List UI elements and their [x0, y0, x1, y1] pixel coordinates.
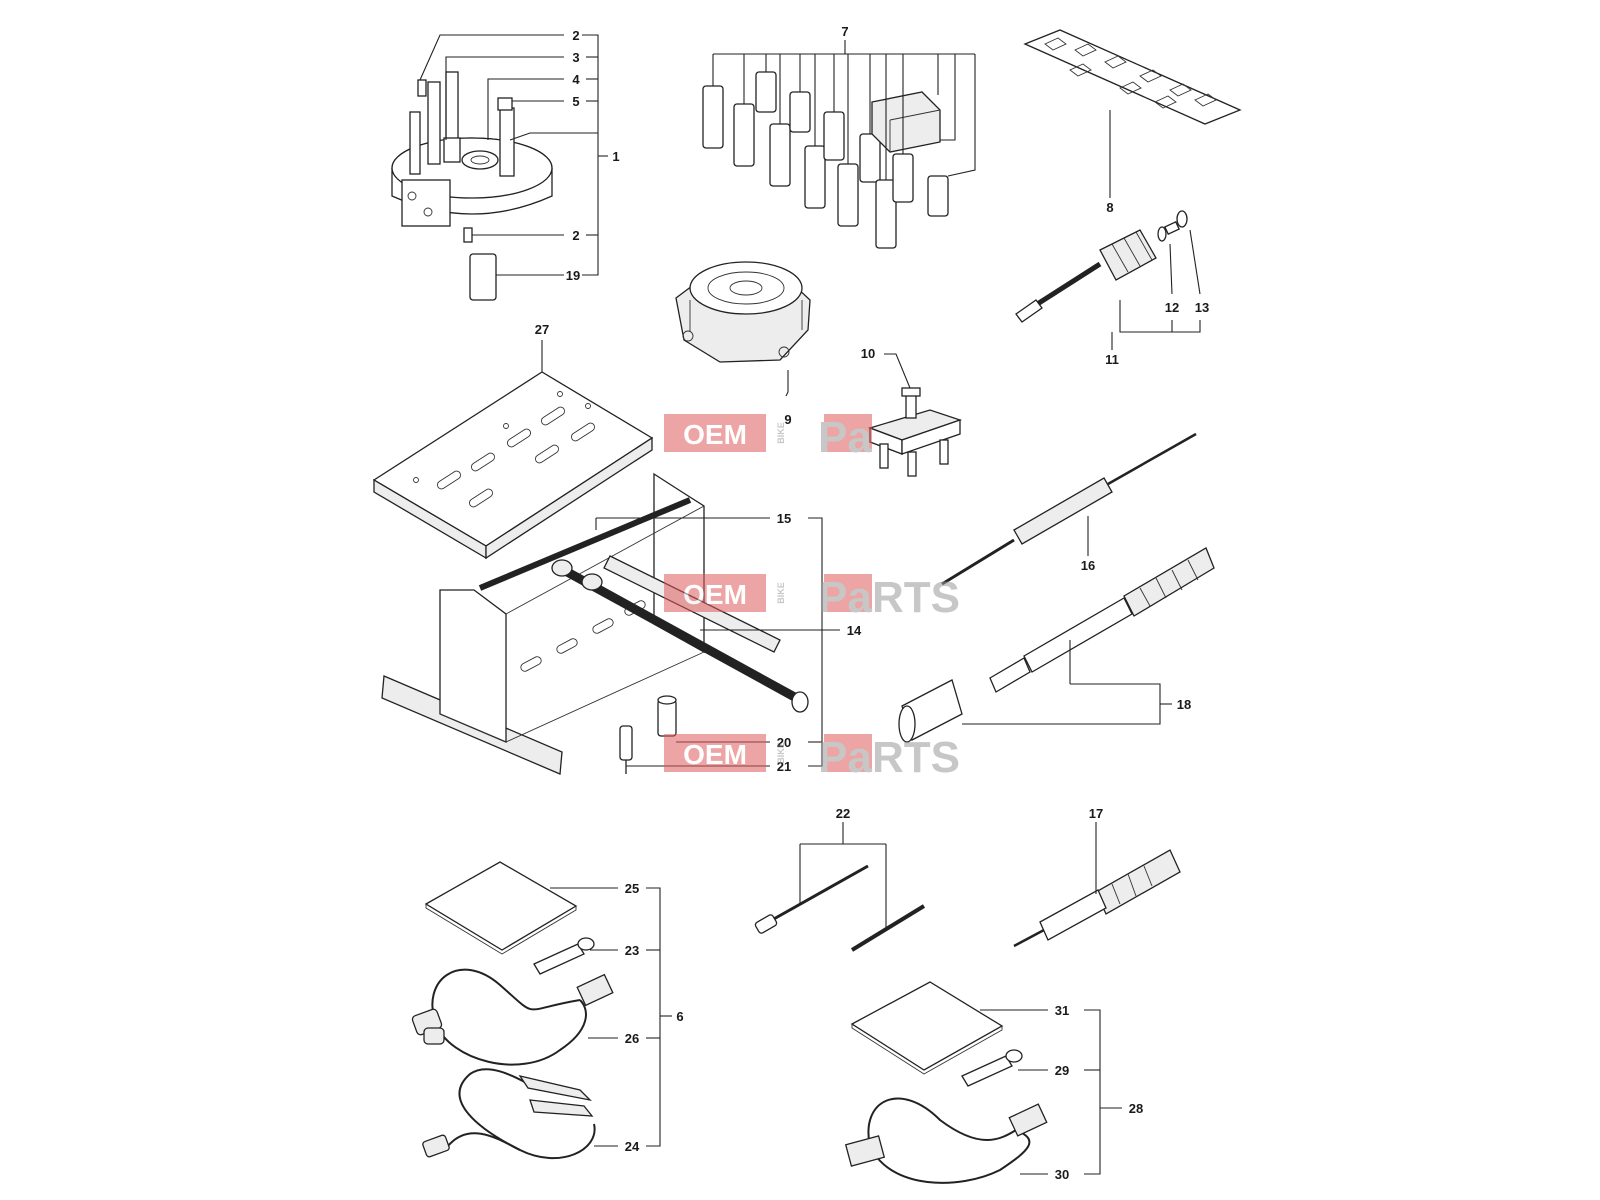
watermark-parts-text: Pa [818, 413, 872, 462]
watermark-parts-pa-text: Pa [818, 733, 872, 782]
callout-12: 12 [1165, 300, 1179, 315]
part-25-manual [424, 861, 578, 955]
watermark-parts-pa-text: Pa [818, 573, 872, 622]
part-20-adapter [657, 695, 677, 737]
callout-9: 9 [784, 412, 791, 427]
watermark-3: OEM BIKE Pa RTS [664, 733, 960, 782]
part-13-screw [1164, 210, 1188, 236]
watermark-oem-text: OEM [683, 579, 747, 610]
part-fixture-plate [391, 71, 553, 227]
watermark-bike-text: BIKE [776, 582, 786, 604]
callout-18: 18 [1177, 697, 1191, 712]
callout-labels: 2 3 4 5 1 2 19 7 8 12 13 11 10 9 27 15 1… [535, 24, 1209, 1182]
watermark-oem-text: OEM [683, 419, 747, 450]
part-12-washer [1157, 226, 1167, 242]
callout-5: 5 [572, 94, 579, 109]
callout-6: 6 [676, 1009, 683, 1024]
part-22-rod-pair [754, 864, 926, 952]
callout-7: 7 [841, 24, 848, 39]
callout-22: 22 [836, 806, 850, 821]
part-2-pin [463, 227, 473, 243]
callout-8: 8 [1106, 200, 1113, 215]
leader-lines-group-7 [712, 40, 976, 180]
leader-lines-group-18 [962, 640, 1172, 725]
callout-29: 29 [1055, 1063, 1069, 1078]
watermark-oem-text: OEM [683, 739, 747, 770]
watermark-parts-rts-text: RTS [872, 733, 960, 782]
callout-10: 10 [861, 346, 875, 361]
leader-lines-group-28 [980, 1009, 1122, 1175]
part-7-sleeve-set [702, 71, 949, 249]
part-5-bushing [497, 97, 513, 111]
part-17-drift [1013, 849, 1181, 948]
part-21-pin [619, 725, 633, 774]
callout-16: 16 [1081, 558, 1095, 573]
callout-31: 31 [1055, 1003, 1069, 1018]
callout-3: 3 [572, 50, 579, 65]
callout-24: 24 [625, 1139, 640, 1154]
leader-10 [884, 353, 911, 389]
callout-28: 28 [1129, 1101, 1143, 1116]
part-31-manual [850, 981, 1004, 1075]
callout-30: 30 [1055, 1167, 1069, 1182]
callout-13: 13 [1195, 300, 1209, 315]
part-11-slide-hammer [1015, 229, 1157, 323]
part-27-base-plate [372, 371, 654, 560]
callout-11: 11 [1105, 352, 1119, 367]
part-10-puller [867, 387, 963, 477]
callout-23: 23 [625, 943, 639, 958]
leader-lines-group-22 [799, 822, 887, 928]
leader-lines-group-6 [550, 887, 672, 1147]
watermark-bike-text: BIKE [776, 422, 786, 444]
watermark-2: OEM BIKE Pa RTS [664, 573, 960, 622]
callout-19: 19 [566, 268, 580, 283]
callout-4: 4 [572, 72, 580, 87]
part-8-template-plate [1023, 29, 1242, 125]
leader-lines-group-11 [1111, 229, 1201, 350]
callout-27: 27 [535, 322, 549, 337]
part-23-usb-key [533, 937, 595, 975]
callout-26: 26 [625, 1031, 639, 1046]
part-18-installer [898, 547, 1215, 743]
part-16-rod-tool [941, 432, 1197, 586]
watermark-bike-text: BIKE [776, 742, 786, 764]
watermark-parts-rts-text: RTS [872, 573, 960, 622]
callout-15: 15 [777, 511, 791, 526]
callout-1: 1 [612, 149, 619, 164]
part-26-cable [411, 968, 614, 1066]
leader-lines-group-1 [419, 34, 608, 276]
watermark-1: OEM BIKE Pa [664, 413, 872, 462]
callout-14: 14 [847, 623, 862, 638]
part-30-cable [844, 1097, 1048, 1184]
callout-17: 17 [1089, 806, 1103, 821]
part-29-usb-key [961, 1049, 1023, 1087]
part-19-sleeve [469, 253, 497, 301]
callout-20: 20 [777, 735, 791, 750]
callout-21: 21 [777, 759, 791, 774]
leader-9 [785, 370, 789, 397]
part-24-clamp-cable [422, 1068, 596, 1160]
callout-2-top: 2 [572, 28, 579, 43]
callout-25: 25 [625, 881, 639, 896]
part-9-clutch-assembly [675, 261, 811, 363]
callout-2-bottom: 2 [572, 228, 579, 243]
